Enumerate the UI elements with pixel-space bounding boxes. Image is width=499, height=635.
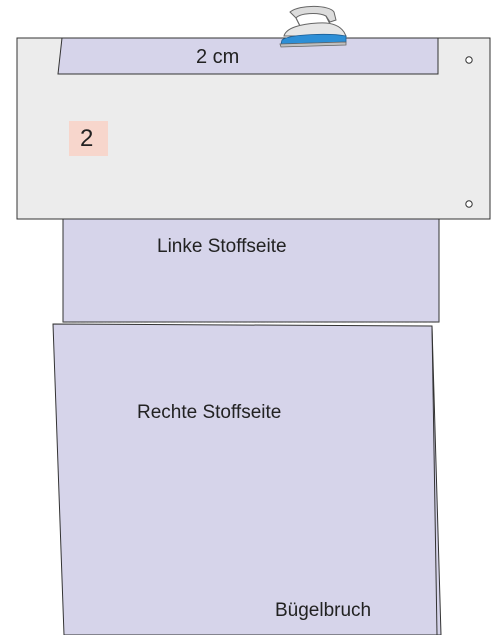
step-number: 2 bbox=[80, 125, 94, 152]
punch-hole-icon bbox=[465, 56, 473, 64]
iron-icon bbox=[279, 5, 347, 48]
wrong-side-label: Linke Stoffseite bbox=[157, 236, 287, 257]
fabric-wrong-side-panel bbox=[62, 218, 440, 323]
panel-edge-line bbox=[431, 325, 438, 635]
step-badge bbox=[69, 121, 108, 156]
hem-strip bbox=[57, 37, 439, 75]
hem-width-label: 2 cm bbox=[196, 46, 240, 68]
right-side-label: Rechte Stoffseite bbox=[137, 402, 282, 423]
fabric-right-side-panel bbox=[52, 323, 442, 635]
fold-label: Bügelbruch bbox=[275, 600, 372, 621]
punch-hole-icon bbox=[465, 200, 473, 208]
